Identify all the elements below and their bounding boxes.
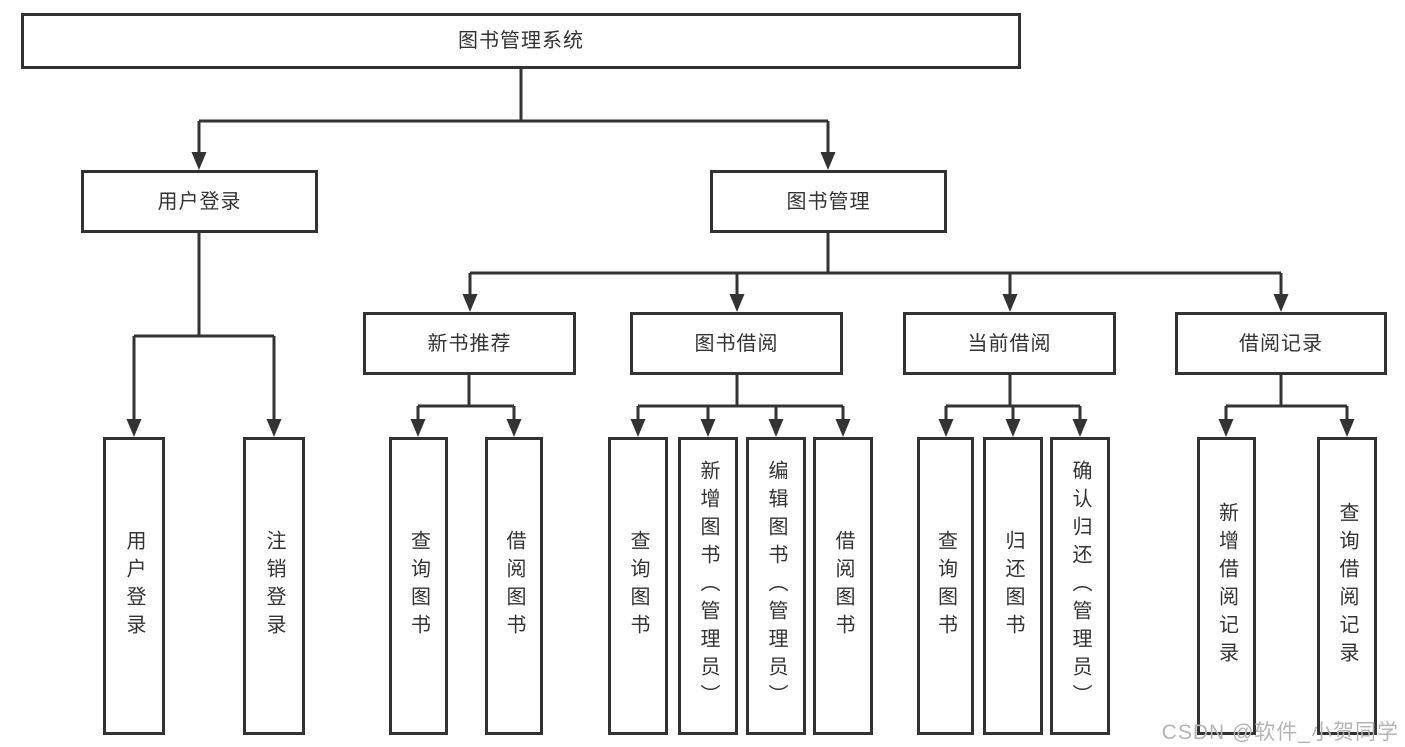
leaf-add-borrow-record: 新增借阅记录 xyxy=(1197,437,1256,735)
leaf-query-books-recommend: 查询图书 xyxy=(389,437,448,735)
node-user-login: 用户登录 xyxy=(81,170,318,233)
leaf-logout: 注销登录 xyxy=(243,437,305,735)
node-new-book-recommend: 新书推荐 xyxy=(363,312,576,375)
leaf-confirm-return-admin: 确认归还（管理员） xyxy=(1050,437,1110,735)
leaf-user-login: 用户登录 xyxy=(103,437,165,735)
node-library-management-system: 图书管理系统 xyxy=(21,13,1021,69)
node-book-borrowing: 图书借阅 xyxy=(630,312,843,375)
leaf-edit-books-admin: 编辑图书（管理员） xyxy=(746,437,806,735)
leaf-query-books-borrowing: 查询图书 xyxy=(608,437,668,735)
node-borrow-records: 借阅记录 xyxy=(1175,312,1387,375)
leaf-return-books: 归还图书 xyxy=(983,437,1043,735)
leaf-add-books-admin: 新增图书（管理员） xyxy=(678,437,738,735)
arrowheads xyxy=(126,152,1355,437)
csdn-watermark: CSDN @软件_小贺同学 xyxy=(1161,721,1399,744)
leaf-borrow-books-borrowing: 借阅图书 xyxy=(813,437,873,735)
node-book-management: 图书管理 xyxy=(710,170,947,233)
leaf-query-borrow-record: 查询借阅记录 xyxy=(1317,437,1377,735)
node-current-borrowing: 当前借阅 xyxy=(903,312,1116,375)
leaf-borrow-books-recommend: 借阅图书 xyxy=(485,437,543,735)
leaf-query-books-current: 查询图书 xyxy=(917,437,974,735)
